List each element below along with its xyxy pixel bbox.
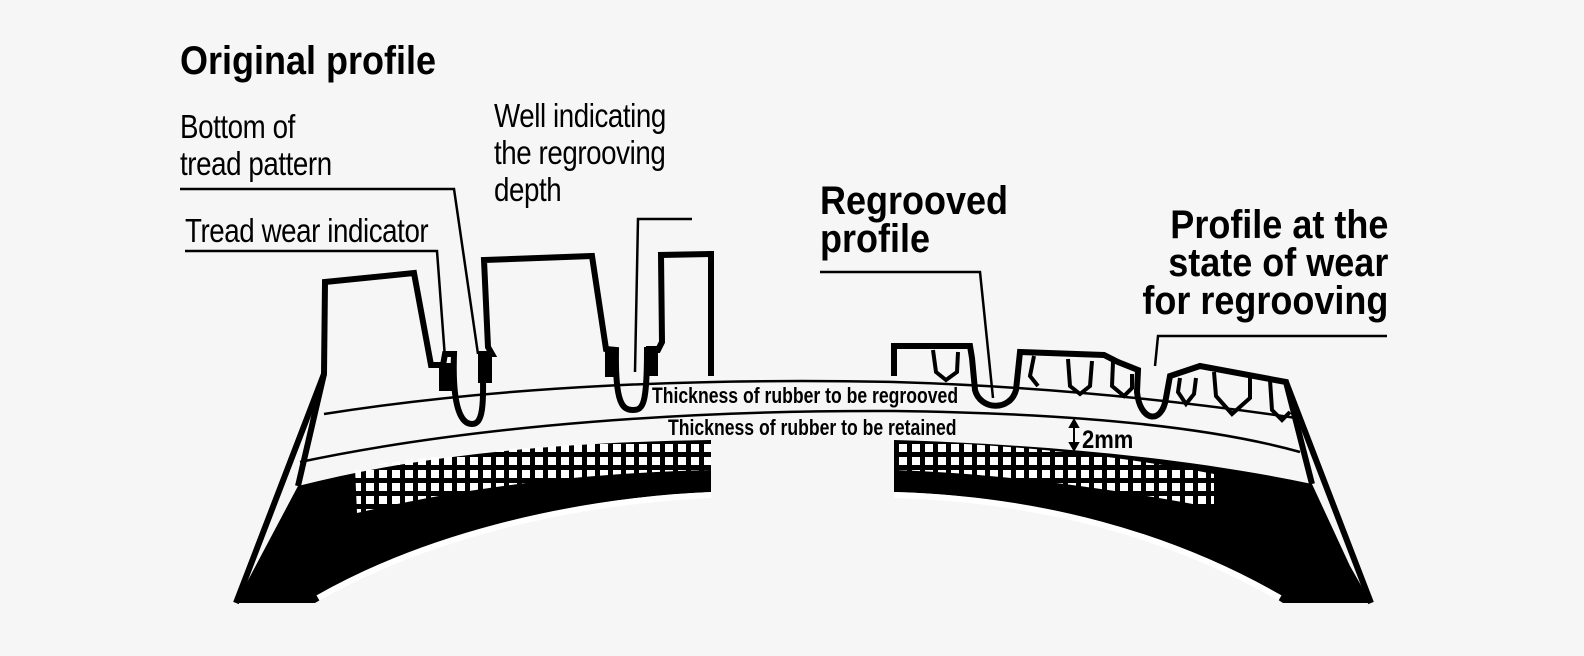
leader-bottom-of-tread bbox=[180, 187, 480, 355]
wear-state-line-1: Profile at the bbox=[1169, 203, 1388, 247]
bottom-of-tread-pattern-label: Bottom of tread pattern bbox=[180, 108, 332, 182]
retained-rubber-line bbox=[299, 409, 1301, 464]
left-sidewall-outer bbox=[233, 372, 327, 605]
right-carcass bbox=[894, 440, 1371, 603]
tread-wear-indicator-label: Tread wear indicator bbox=[185, 212, 429, 249]
well-indicating-line-2: the regrooving bbox=[494, 134, 666, 171]
right-inner-liner bbox=[893, 492, 1282, 601]
well-indicating-label: Well indicating the regrooving depth bbox=[494, 97, 666, 208]
profile-at-wear-state-label: Profile at the state of wear for regroov… bbox=[1141, 203, 1388, 323]
well-indicating-line-1: Well indicating bbox=[494, 97, 666, 134]
right-sidewall-outer bbox=[1283, 380, 1374, 605]
two-mm-label: 2mm bbox=[1082, 426, 1134, 454]
leader-lines bbox=[180, 187, 1387, 399]
regrooved-profile-half bbox=[891, 343, 1374, 605]
leader-well-indicating bbox=[633, 217, 692, 373]
leader-regrooved-profile bbox=[820, 270, 995, 399]
wear-state-line-3: for regrooving bbox=[1141, 279, 1388, 323]
leader-tread-wear-indicator bbox=[185, 249, 447, 359]
bottom-of-tread-line-2: tread pattern bbox=[180, 145, 332, 182]
left-groove-step bbox=[605, 347, 617, 377]
left-groove-step-2 bbox=[646, 346, 658, 376]
well-indicating-line-3: depth bbox=[494, 171, 562, 208]
left-tread-wear-bump-2 bbox=[478, 353, 492, 383]
bottom-of-tread-line-1: Bottom of bbox=[180, 108, 295, 145]
original-profile-half bbox=[236, 251, 714, 603]
thickness-to-be-regrooved-label: Thickness of rubber to be regrooved bbox=[652, 383, 959, 408]
regroove-depth-line bbox=[323, 379, 1297, 420]
regrooved-line-2: profile bbox=[820, 217, 931, 261]
leader-wear-state bbox=[1153, 334, 1387, 367]
regrooved-profile-label: Regrooved profile bbox=[820, 179, 1009, 261]
thickness-to-be-retained-label: Thickness of rubber to be retained bbox=[668, 415, 957, 440]
two-mm-arrow bbox=[1068, 417, 1080, 453]
wear-state-line-2: state of wear bbox=[1167, 241, 1388, 285]
left-inner-liner bbox=[316, 492, 712, 601]
right-tread-body bbox=[894, 343, 1315, 485]
original-profile-label: Original profile bbox=[180, 39, 437, 83]
regrooved-line-1: Regrooved bbox=[820, 179, 1009, 223]
left-carcass bbox=[236, 440, 711, 603]
left-belt-cords bbox=[355, 441, 711, 513]
right-belt-cords bbox=[894, 441, 1214, 508]
left-tread-wear-bump bbox=[439, 363, 453, 391]
